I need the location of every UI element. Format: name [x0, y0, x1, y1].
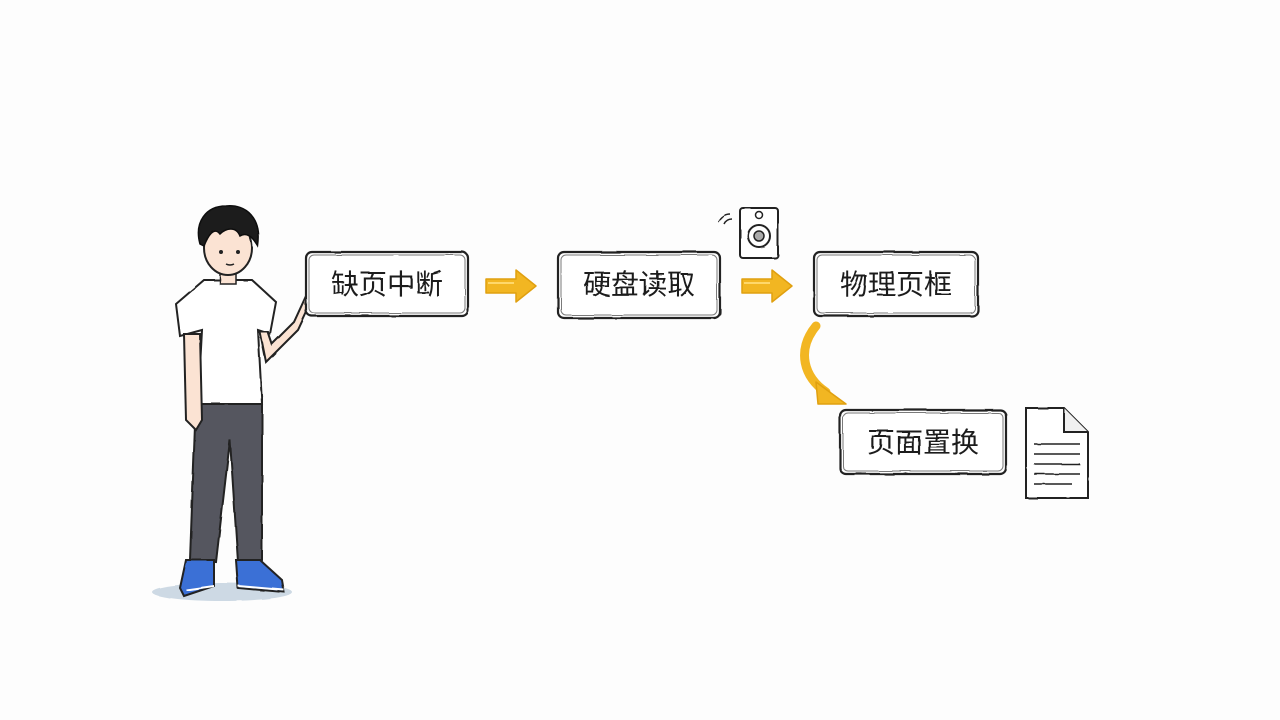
node-page-fault: 缺页中断 [304, 250, 470, 318]
node-label-disk-read: 硬盘读取 [583, 268, 695, 301]
node-page-replacement: 页面置换 [838, 408, 1008, 476]
document-icon [1025, 407, 1089, 499]
presenter-left-arm [182, 333, 204, 432]
node-label-physical-frame: 物理页框 [840, 268, 952, 301]
speaker-icon [717, 207, 779, 259]
arrow-page-fault-to-disk-read [485, 269, 537, 303]
arrow-physical-frame-to-page-replacement [800, 321, 847, 405]
diagram-edges [485, 269, 847, 405]
node-label-page-fault: 缺页中断 [331, 268, 443, 301]
diagram-nodes: 缺页中断 硬盘读取 物理页框 页面置换 [304, 250, 1008, 476]
presenter-figure [152, 205, 314, 601]
arrow-disk-read-to-physical-frame [741, 269, 793, 303]
node-physical-frame: 物理页框 [812, 250, 980, 318]
node-disk-read: 硬盘读取 [556, 250, 722, 320]
presenter-right-shoe [234, 559, 286, 594]
presenter-hair [197, 205, 260, 249]
node-label-page-replacement: 页面置换 [867, 426, 979, 459]
